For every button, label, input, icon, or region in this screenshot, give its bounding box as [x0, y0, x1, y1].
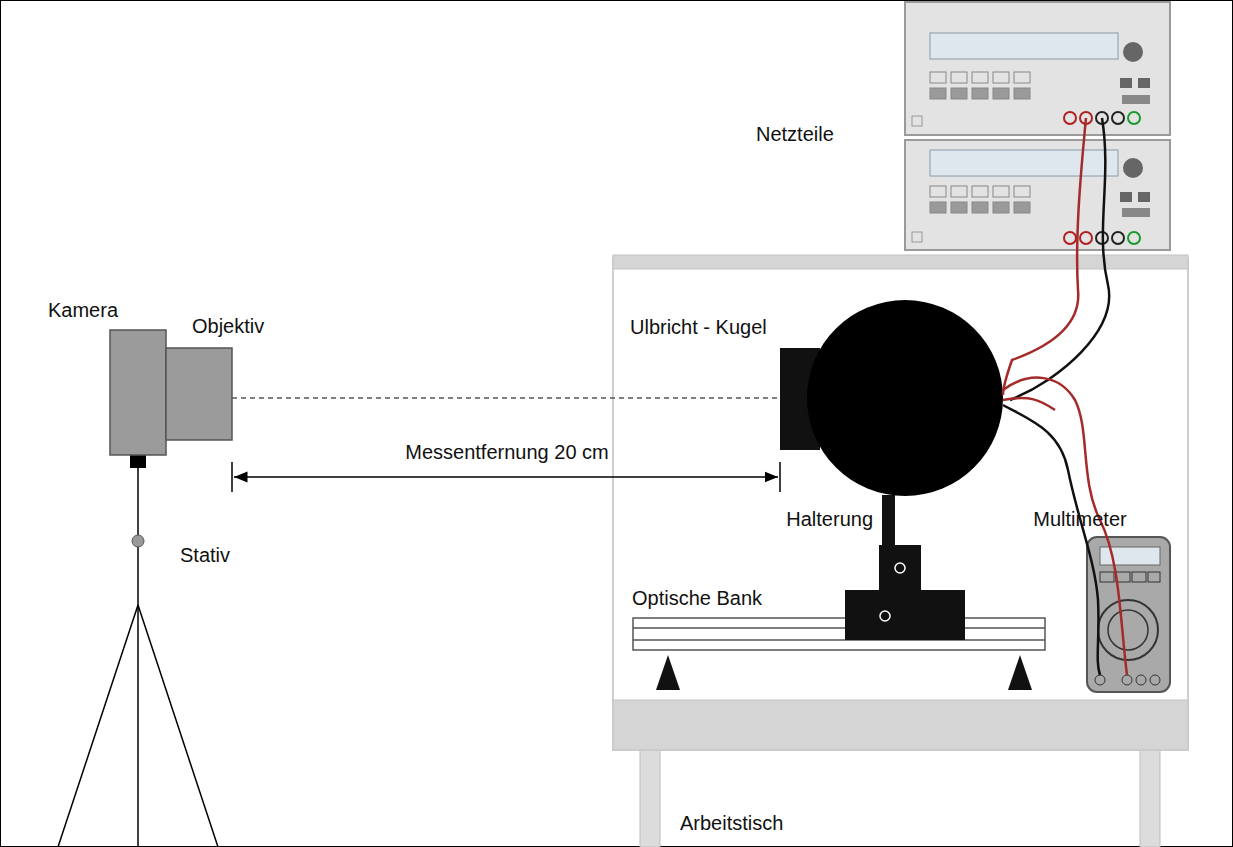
- power-supply: [905, 2, 1170, 135]
- part-label: Messentfernung 20 cm: [405, 440, 608, 464]
- part-label: Netzteile: [756, 122, 834, 146]
- camera: [110, 330, 232, 455]
- integrating-sphere: [780, 300, 1003, 496]
- part-label: Objektiv: [192, 314, 264, 338]
- part-label: Stativ: [180, 543, 230, 567]
- work-table: [613, 255, 1188, 847]
- part-label: Kamera: [48, 298, 118, 322]
- part-label: Arbeitstisch: [680, 811, 783, 835]
- wires: [1003, 118, 1127, 675]
- power-supply: [905, 140, 1170, 250]
- part-label: Ulbricht - Kugel: [630, 315, 767, 339]
- tripod: [58, 455, 218, 847]
- optical-bench: [633, 618, 1045, 690]
- part-label: Halterung: [786, 507, 873, 531]
- part-label: Multimeter: [1033, 507, 1126, 531]
- optical-axis: [232, 397, 780, 399]
- part-label: Optische Bank: [632, 586, 762, 610]
- dimension-line: [232, 462, 780, 492]
